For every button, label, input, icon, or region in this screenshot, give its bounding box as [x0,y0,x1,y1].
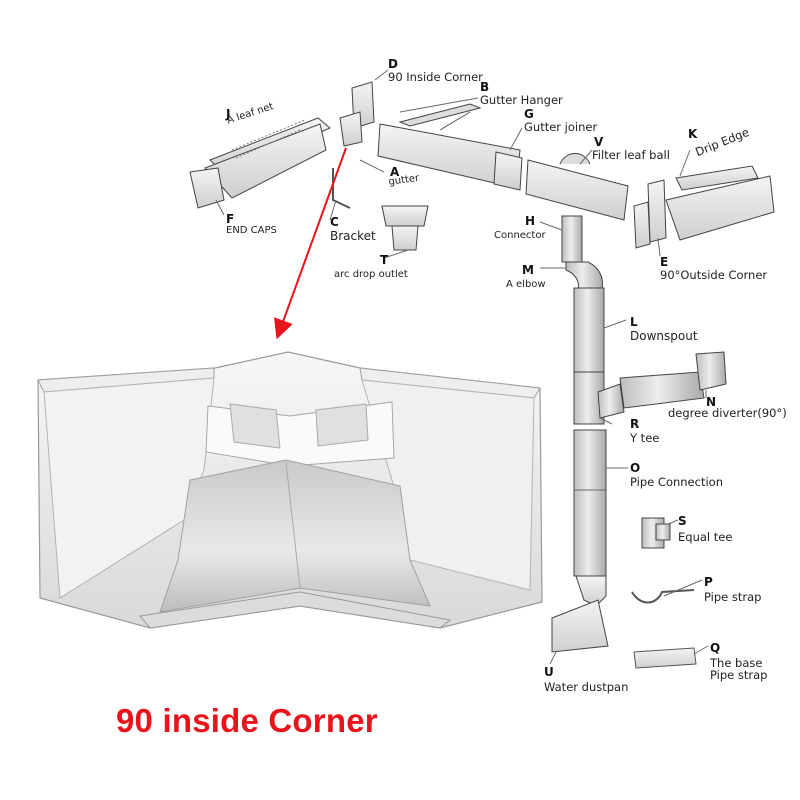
inside-corner-small [339,81,375,147]
gutter-a [377,103,521,189]
letter-e: E [660,255,669,269]
label-downspout: Downspout [630,329,698,343]
letter-u: U [544,665,554,679]
downspout-upper [573,287,605,373]
degree-diverter [619,351,727,409]
bracket [332,168,351,209]
y-tee [573,371,625,425]
letter-k: K [688,127,698,141]
letter-v: V [594,135,604,149]
letter-m: M [522,263,534,277]
elbow [565,261,603,291]
label-outside-corner: 90°Outside Corner [660,268,768,282]
label-base-pipe-strap: The base Pipe strap [710,656,768,682]
letter-c: C [330,215,339,229]
outside-corner [633,179,667,249]
label-connector: Connector [494,230,546,241]
letter-a: A [390,165,400,179]
label-90-inside-corner: 90 Inside Corner [388,70,483,84]
leader-lines [215,69,709,665]
pointer-arrow [274,147,347,340]
letter-s: S [678,514,687,528]
water-dustpan [551,575,609,653]
caption-title: 90 inside Corner [116,702,378,739]
arc-drop-outlet [381,205,429,251]
pipe-strap [631,589,695,604]
equal-tee [641,517,671,549]
label-elbow: A elbow [506,279,546,290]
letter-b: B [480,80,490,94]
end-cap [189,167,225,209]
label-pipe-strap: Pipe strap [704,590,762,604]
label-water-dustpan: Water dustpan [544,680,629,694]
base-pipe-strap [633,647,697,669]
letter-l: L [630,315,638,329]
inside-corner-large-image [37,351,543,629]
gutter-joiner [493,151,523,191]
letter-j: J [226,107,231,121]
letter-t: T [380,253,389,267]
label-equal-tee: Equal tee [678,530,733,544]
letter-o: O [630,461,641,475]
drip-edge-gutter [665,165,775,241]
letter-f: F [226,212,235,226]
label-degree-diverter: degree diverter(90°) [668,406,787,420]
connector [561,215,583,263]
letter-n: N [706,395,717,409]
letter-h: H [525,214,536,228]
downspout-lower [573,429,607,577]
letter-d: D [388,57,398,71]
letter-p: P [704,575,713,589]
letter-q: Q [710,641,721,655]
label-bracket: Bracket [330,229,376,243]
label-filter-leaf-ball: Filter leaf ball [592,148,670,162]
letter-g: G [524,107,534,121]
gutter-right [525,153,629,221]
label-arc-drop-outlet: arc drop outlet [334,269,408,280]
label-pipe-connection: Pipe Connection [630,475,723,489]
label-y-tee: Y tee [630,431,660,445]
letter-r: R [630,417,640,431]
label-end-caps: END CAPS [226,225,277,236]
leaf-net-gutter [204,117,331,199]
label-gutter-hanger: Gutter Hanger [480,93,563,107]
label-gutter-joiner: Gutter joiner [524,120,598,134]
